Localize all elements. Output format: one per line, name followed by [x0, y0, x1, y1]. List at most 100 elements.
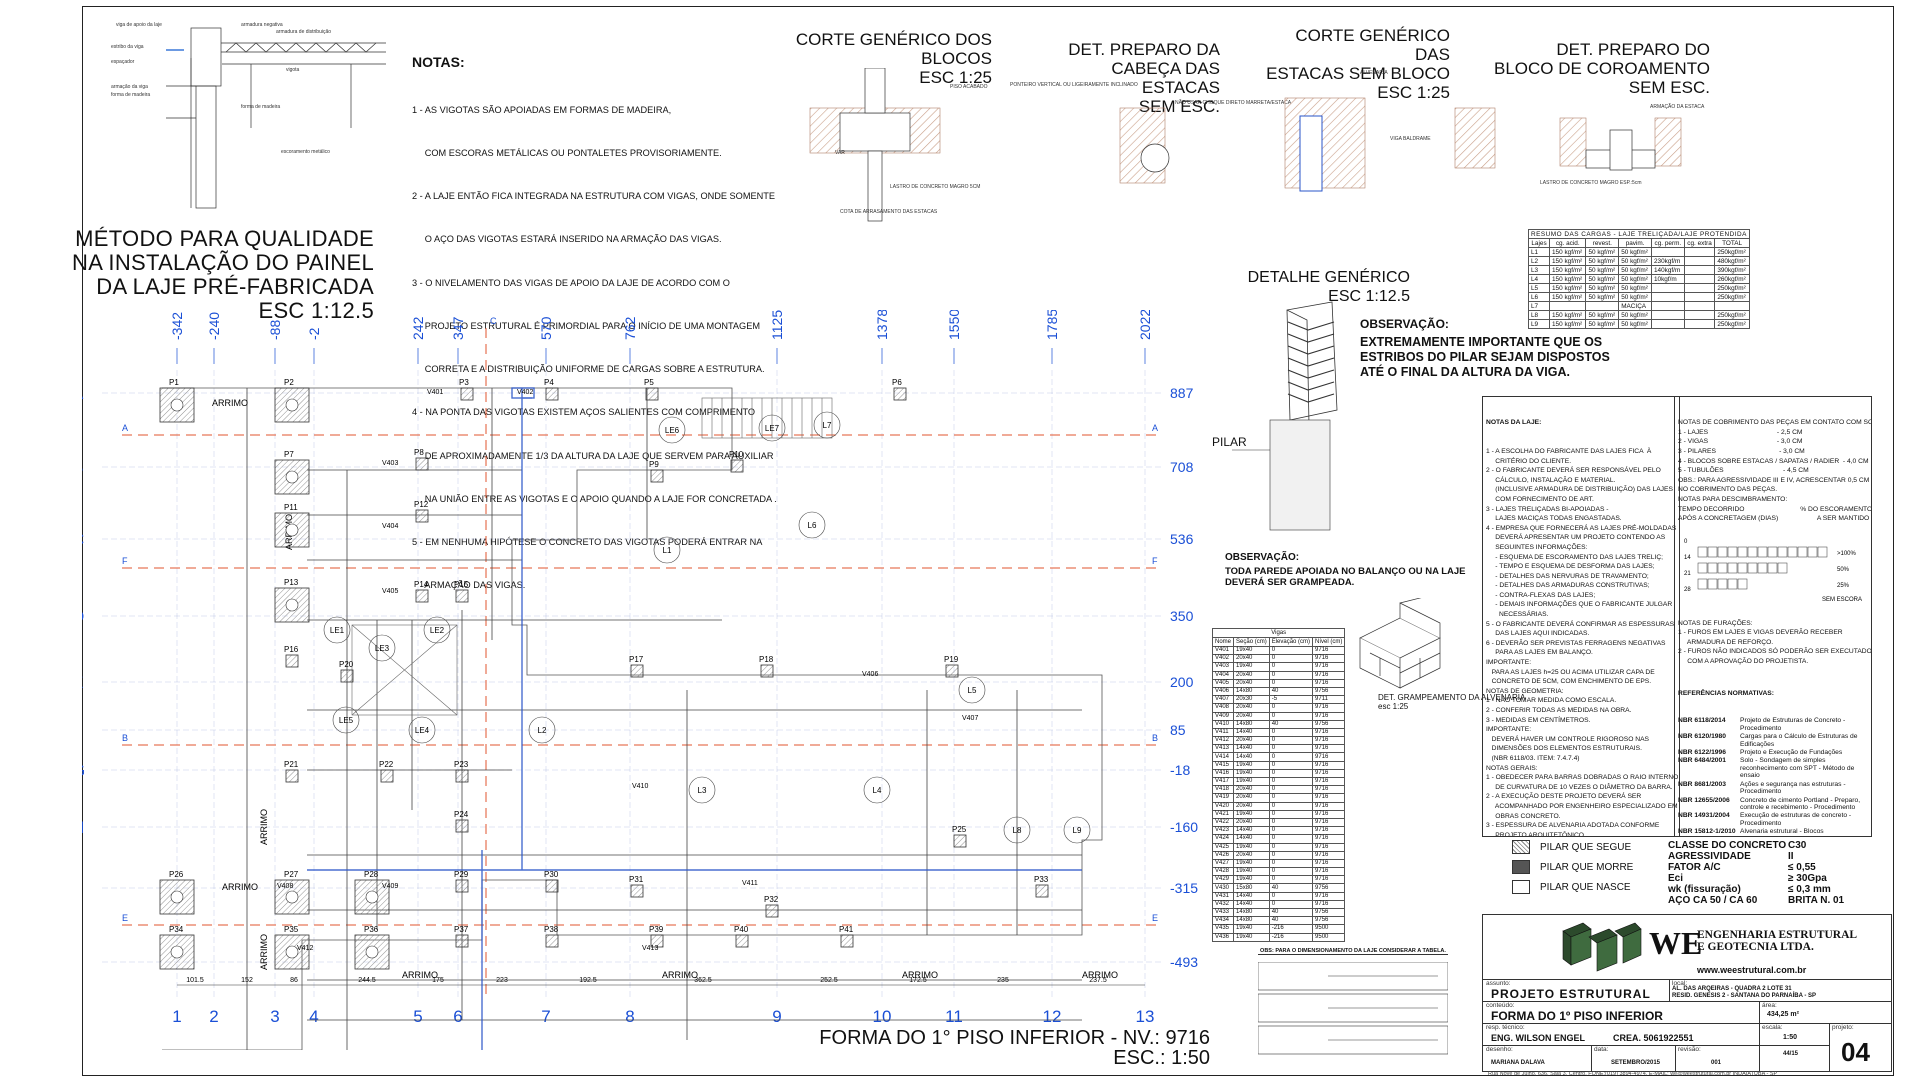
vigas-cell: V407: [1211, 695, 1235, 705]
slab-label: L9: [1073, 826, 1082, 835]
desenho-value: MARIANA DALAVA: [1491, 1060, 1545, 1066]
beam-label: V411: [742, 880, 758, 887]
vigas-cell: 20x40: [1233, 793, 1270, 803]
legend-label: PILAR QUE NASCE: [1540, 881, 1631, 893]
furacoes-line: ARMADURA DE REFORÇO.: [1678, 638, 1774, 646]
pillar-label: P10: [729, 450, 744, 459]
pile-circle: [285, 598, 299, 612]
shoring-cell: [1747, 563, 1757, 574]
top-axis-coordinate: 242: [410, 316, 426, 340]
pile-circle: [365, 890, 379, 904]
section-title-line: DET. PREPARO DA: [1068, 40, 1220, 59]
vigas-cell: 20x30: [1233, 695, 1270, 705]
pillar-label: P1: [169, 378, 179, 387]
vigas-cell: 14x40: [1233, 744, 1270, 754]
vigas-cell: 9716: [1312, 752, 1346, 762]
concrete-spec-key: AÇO CA 50 / CA 60: [1668, 895, 1758, 906]
concrete-spec-key: FATOR A/C: [1668, 862, 1721, 873]
vigas-cell: 9716: [1312, 662, 1346, 672]
vigas-cell: 9716: [1312, 703, 1346, 713]
slab-marker: [688, 776, 716, 804]
cut-mark: A: [122, 423, 128, 433]
slab-marker: [1063, 816, 1091, 844]
vigas-cell: 0: [1268, 645, 1314, 656]
vigas-cell: V402: [1211, 654, 1235, 664]
column-axis-label: 8: [625, 1007, 634, 1026]
notas-laje-line: SEGUINTES INFORMAÇÕES:: [1486, 543, 1588, 551]
resumo-cell: L1: [1528, 247, 1550, 257]
note-line: CORRETA E A DISTRIBUIÇÃO UNIFORME DE CAR…: [412, 364, 765, 375]
pillar-label: P17: [629, 655, 644, 664]
notes-list: 1 - AS VIGOTAS SÃO APOIADAS EM FORMAS DE…: [412, 74, 777, 607]
slab-label: L2: [538, 726, 547, 735]
small-label-alvenaria: ALVENARIA: [1360, 70, 1388, 76]
observacao-grampeamento-line: DEVERÁ SER GRAMPEADA.: [1225, 577, 1355, 588]
data-cell: data: SETEMBRO/2015: [1591, 1045, 1676, 1071]
resumo-cell: 250kgf/m²: [1714, 283, 1750, 293]
vigas-cell: 0: [1268, 842, 1314, 852]
resumo-cell: [1683, 319, 1716, 329]
resumo-cell: 230kgf/m: [1650, 256, 1685, 266]
resumo-header-cell: cg. perm.: [1650, 238, 1685, 248]
slab-label: LE2: [430, 626, 445, 635]
notas-laje-line: NECESSÁRIAS.: [1486, 611, 1549, 619]
column-axis-label: 11: [945, 1007, 963, 1026]
vigas-cell: 0: [1268, 654, 1314, 664]
row-axis-label: D: [82, 607, 84, 626]
resumo-cell: 50 kgf/m²: [1618, 283, 1652, 293]
sem-escoramento-label: SEM ESCORAMENTO: [1822, 597, 1862, 603]
ref-desc: Execução de estruturas de concreto - Pro…: [1740, 812, 1852, 827]
method-title: MÉTODO PARA QUALIDADE NA INSTALAÇÃO DO P…: [60, 227, 374, 323]
resumo-header-cell: TOTAL: [1714, 238, 1750, 248]
pillar: [953, 834, 967, 848]
dimension-value: 252.5: [820, 977, 838, 984]
concrete-spec-key: wk (fissuração): [1668, 884, 1741, 895]
vigas-cell: 9716: [1312, 785, 1346, 795]
column-axis-label: 1: [172, 1007, 181, 1026]
shoring-cell: [1727, 579, 1737, 590]
shoring-cell: [1707, 547, 1717, 558]
notas-laje-line: DEVERÁ APRESENTAR UM PROJETO CONTENDO AS: [1486, 534, 1666, 542]
vigas-cell: V416: [1211, 768, 1235, 779]
note-line: 4 - NA PONTA DAS VIGOTAS EXISTEM AÇOS SA…: [412, 407, 756, 418]
vigas-cell: 0: [1268, 711, 1314, 721]
beam-label: V402: [517, 389, 533, 396]
pillar: [545, 879, 559, 893]
ref-desc: Projeto e Execução de Fundações: [1740, 749, 1843, 757]
vigas-cell: 0: [1268, 891, 1314, 901]
section-title-line: DET. PREPARO DO: [1556, 40, 1710, 59]
resumo-cell: [1714, 301, 1750, 311]
vigas-cell: 14x40: [1233, 752, 1270, 762]
notas-laje-line: DIMENSÕES DOS ELEMENTOS ESTRUTURAIS.: [1486, 745, 1642, 753]
resumo-cell: 250kgf/m²: [1714, 319, 1750, 329]
resumo-cell: 50 kgf/m²: [1585, 319, 1620, 329]
pillar-label: P29: [454, 870, 469, 879]
pillar: [415, 457, 429, 471]
resumo-cell: 140kgf/m: [1650, 265, 1685, 275]
concrete-spec-row: FATOR A/C≤ 0,55: [1668, 862, 1844, 873]
top-axis-coordinate: -240: [206, 312, 222, 340]
slab-label: LE7: [765, 424, 780, 433]
pillar: [285, 769, 299, 783]
ref-title: REFERÊNCIAS NORMATIVAS:: [1678, 689, 1774, 697]
vigas-cell: 9716: [1312, 654, 1346, 664]
resumo-cell: 150 kgf/m²: [1548, 265, 1587, 275]
row-axis-label: C: [82, 530, 84, 549]
local-cell: local: AL. DAS ARQEIRAS - QUADRA 2 LOTE …: [1669, 979, 1891, 1002]
grampeamento-label-line: esc 1:25: [1378, 702, 1409, 711]
desenho-cell: desenho: MARIANA DALAVA: [1483, 1045, 1592, 1071]
escala-value: 1:50: [1783, 1034, 1798, 1041]
pillar: [460, 387, 474, 401]
vigas-cell: 14x40: [1233, 834, 1270, 844]
small-label-armacao-estaca: ARMAÇÃO DA ESTACA: [1650, 103, 1705, 110]
vigas-cell: V433: [1211, 907, 1235, 918]
vigas-cell: 0: [1268, 817, 1314, 828]
projeto-label: projeto:: [1832, 1024, 1854, 1031]
